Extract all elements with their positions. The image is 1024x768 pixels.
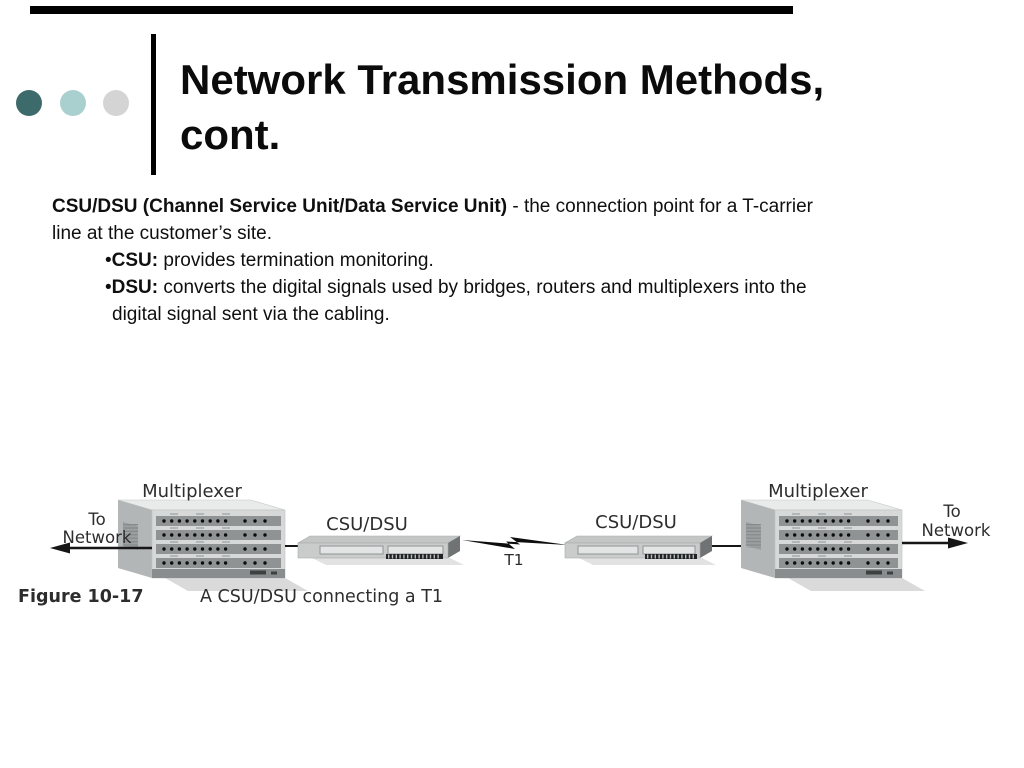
csudsu-side-face: [448, 536, 460, 558]
mux-badge: [250, 570, 266, 575]
bullet-item-csu: •CSU: provides termination monitoring.: [52, 247, 984, 274]
body-line: line at the customer’s site.: [52, 223, 273, 244]
csudsu-top-face: [563, 535, 714, 544]
bullet-glyph: •: [105, 250, 112, 271]
csu-dsu-label-left: CSU/DSU: [326, 514, 408, 535]
bullet-text: provides termination monitoring.: [158, 250, 434, 271]
to-network-label-right-line2: Network: [922, 521, 991, 540]
to-network-label-left-line1: To: [87, 510, 105, 529]
top-accent-bar: [30, 6, 793, 14]
mux-badge-small: [271, 571, 277, 575]
bullet-text: converts the digital signals used by bri…: [158, 277, 807, 298]
bullet-item-dsu: •DSU: converts the digital signals used …: [52, 274, 984, 301]
to-network-label-right-line1: To: [942, 502, 960, 521]
mux-bottom-band: [152, 569, 285, 578]
bullet-label: CSU:: [111, 250, 159, 271]
front-panel: [642, 545, 696, 555]
multiplexer-left-graphic: [117, 499, 308, 591]
mux-badge-small: [887, 571, 893, 575]
shadow: [788, 578, 925, 591]
accent-dot-gray: [103, 90, 129, 116]
shadow: [312, 558, 464, 565]
front-panel: [319, 545, 384, 555]
csu-dsu-label-right: CSU/DSU: [595, 512, 677, 533]
csudsu-side-face: [700, 536, 712, 558]
csu-dsu-right-graphic: [563, 535, 716, 565]
figure-caption-number: Figure 10-17: [18, 587, 144, 607]
body-line: CSU/DSU (Channel Service Unit/Data Servi…: [52, 193, 984, 220]
multiplexer-label-left: Multiplexer: [142, 481, 242, 502]
port-rows: [779, 513, 898, 568]
page-title: Network Transmission Methods, cont.: [180, 56, 825, 159]
mux-bottom-band: [775, 569, 902, 578]
multiplexer-right-graphic: [740, 499, 925, 591]
port-rows: [156, 513, 281, 568]
t1-label: T1: [503, 551, 523, 569]
to-network-label-left-line2: Network: [63, 528, 132, 547]
multiplexer-label-right: Multiplexer: [768, 481, 868, 502]
ribbed-vent-icon: [386, 554, 443, 559]
csudsu-top-face: [296, 535, 462, 544]
body-bold-lead: CSU/DSU (Channel Service Unit/Data Servi…: [52, 196, 508, 217]
bullet-glyph: •: [105, 277, 112, 298]
shadow: [165, 578, 308, 591]
figure-caption-text: A CSU/DSU connecting a T1: [200, 587, 443, 607]
right-network-arrow-icon: [902, 537, 968, 549]
csu-dsu-left-graphic: [296, 535, 464, 565]
vent-grille-icon: [123, 522, 138, 550]
body-regular: - the connection point for a T-carrier: [507, 196, 813, 217]
t1-lightning-bolt-icon: [462, 537, 568, 549]
shadow: [579, 558, 716, 565]
left-network-arrow-icon: [50, 542, 152, 554]
accent-dot-light-teal: [60, 90, 86, 116]
title-divider-line: [151, 34, 156, 175]
vent-grille-icon: [746, 522, 761, 550]
front-panel: [577, 545, 639, 555]
bullet-item-dsu-wrap: digital signal sent via the cabling.: [112, 304, 390, 325]
mux-badge: [866, 570, 882, 575]
accent-dot-dark-teal: [16, 90, 42, 116]
figure-diagram: Multiplexer To Network CSU/DSU T1: [18, 481, 991, 607]
body-text: CSU/DSU (Channel Service Unit/Data Servi…: [52, 193, 984, 328]
front-panel: [387, 545, 444, 555]
bullet-label: DSU:: [111, 277, 159, 298]
